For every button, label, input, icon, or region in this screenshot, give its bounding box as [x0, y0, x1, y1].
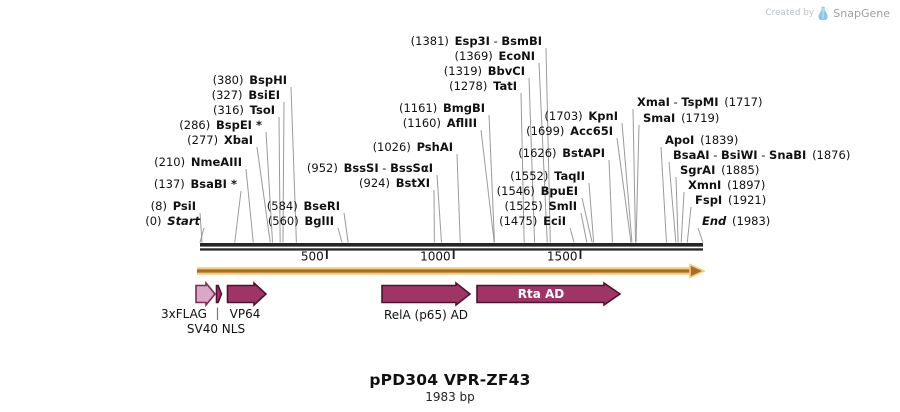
- enzyme-site-label[interactable]: (1703) KpnI: [544, 109, 618, 123]
- map-title: pPD304 VPR-ZF43: [369, 371, 531, 389]
- enzyme-site-label[interactable]: (1381) Esp3I - BsmBI: [411, 34, 542, 48]
- leader-line: [675, 176, 679, 243]
- leader-line: [480, 129, 495, 243]
- leader-line: [488, 114, 495, 243]
- leader-line: [520, 92, 525, 243]
- leader-line: [569, 227, 575, 243]
- enzyme-site-label[interactable]: XmnI (1897): [688, 178, 765, 192]
- snapgene-logo-icon: [818, 6, 828, 20]
- feature-label[interactable]: RelA (p65) AD: [384, 308, 468, 322]
- feature-label[interactable]: VP64: [230, 307, 261, 321]
- leader-line: [528, 77, 536, 243]
- snapgene-credit: Created by SnapGene: [765, 6, 890, 20]
- leader-line: [580, 212, 588, 243]
- leader-line: [456, 153, 461, 243]
- feature-label[interactable]: Rta AD: [518, 287, 565, 301]
- enzyme-site-label[interactable]: (1278) TatI: [449, 79, 517, 93]
- enzyme-site-label[interactable]: (1369) EcoNI: [455, 49, 535, 63]
- feature-arrow-rta-ad[interactable]: [476, 281, 622, 307]
- enzyme-site-label[interactable]: (1525) SmlI: [505, 199, 578, 213]
- created-by-label: Created by: [765, 8, 815, 18]
- enzyme-site-label[interactable]: FspI (1921): [695, 193, 766, 207]
- enzyme-site-label[interactable]: End (1983): [702, 214, 770, 228]
- sequence-backbone-lower: [200, 248, 703, 251]
- enzyme-site-label[interactable]: (0) Start: [145, 214, 200, 228]
- enzyme-site-label[interactable]: SmaI (1719): [643, 111, 719, 125]
- enzyme-site-label[interactable]: (1160) AflIII: [403, 116, 477, 130]
- leader-line: [256, 146, 271, 243]
- leader-line: [635, 124, 640, 243]
- snapgene-brand-label: SnapGene: [833, 6, 890, 20]
- leader-line: [337, 227, 343, 243]
- enzyme-site-label[interactable]: XmaI - TspMI (1717): [637, 95, 762, 109]
- enzyme-site-label[interactable]: (380) BspHI: [213, 73, 287, 87]
- enzyme-site-label[interactable]: (924) BstXI: [359, 176, 430, 190]
- ruler-tick-label: 1500: [547, 250, 578, 264]
- enzyme-site-label[interactable]: (1699) Acc65I: [526, 124, 613, 138]
- leader-line: [588, 182, 595, 243]
- leader-line: [234, 190, 242, 243]
- leader-line: [282, 101, 285, 243]
- leader-line: [581, 197, 593, 243]
- leader-line: [697, 227, 704, 243]
- enzyme-site-label[interactable]: (1552) TaqII: [510, 169, 585, 183]
- leader-line: [621, 122, 633, 243]
- leader-line: [199, 212, 203, 243]
- enzyme-site-label[interactable]: (1026) PshAI: [373, 140, 453, 154]
- enzyme-site-label[interactable]: (1475) EciI: [499, 214, 566, 228]
- enzyme-site-label[interactable]: (952) BssSI - BssSαI: [307, 161, 433, 175]
- map-length: 1983 bp: [425, 390, 475, 404]
- feature-arrow-sv40-nls[interactable]: [215, 284, 223, 304]
- enzyme-site-label[interactable]: (327) BsiEI: [212, 88, 280, 102]
- enzyme-site-label[interactable]: (1161) BmgBI: [399, 101, 485, 115]
- leader-line: [290, 86, 297, 243]
- leader-line: [668, 161, 677, 243]
- enzyme-site-label[interactable]: (210) NmeAIII: [154, 155, 242, 169]
- ruler-tick-label: 1000: [420, 250, 451, 264]
- enzyme-site-label[interactable]: BsaAI - BsiWI - SnaBI (1876): [673, 148, 850, 162]
- enzyme-site-label[interactable]: (584) BseRI: [267, 199, 340, 213]
- leader-line: [608, 159, 613, 243]
- leader-line: [632, 108, 637, 243]
- ruler-tick-label: 500: [301, 250, 324, 264]
- title-block: pPD304 VPR-ZF43 1983 bp: [0, 371, 900, 404]
- leader-line: [686, 206, 692, 243]
- enzyme-site-label[interactable]: (1319) BbvCI: [444, 64, 525, 78]
- feature-arrow-3xflag[interactable]: [195, 280, 217, 308]
- sequence-arrowhead: [689, 263, 706, 279]
- enzyme-site-label[interactable]: ApoI (1839): [665, 133, 738, 147]
- enzyme-site-label[interactable]: (1626) BstAPI: [518, 146, 605, 160]
- enzyme-site-label[interactable]: (560) BglII: [268, 214, 334, 228]
- leader-line: [660, 146, 667, 243]
- leader-line: [616, 137, 632, 243]
- enzyme-site-label[interactable]: SgrAI (1885): [680, 163, 759, 177]
- leader-line: [245, 168, 254, 243]
- enzyme-site-label[interactable]: (277) XbaI: [187, 133, 253, 147]
- sequence-backbone: [200, 243, 703, 247]
- leader-line: [538, 62, 548, 243]
- enzyme-site-label[interactable]: (137) BsaBI *: [154, 177, 237, 191]
- feature-arrow-vp64[interactable]: [226, 281, 268, 307]
- enzyme-site-label[interactable]: (286) BspEI *: [179, 118, 262, 132]
- enzyme-site-label[interactable]: (1546) BpuEI: [497, 184, 578, 198]
- enzyme-site-label[interactable]: (316) TsoI: [213, 103, 275, 117]
- enzyme-site-label[interactable]: (8) PsiI: [151, 199, 196, 213]
- feature-label[interactable]: 3xFLAG: [161, 307, 207, 321]
- feature-arrow-rela-p65-ad[interactable]: [381, 281, 472, 307]
- leader-line: [343, 212, 349, 243]
- leader-line: [436, 174, 442, 243]
- leader-line: [278, 116, 281, 243]
- feature-label[interactable]: SV40 NLS: [187, 322, 245, 336]
- leader-line: [265, 131, 274, 243]
- leader-line: [545, 47, 551, 243]
- leader-line: [680, 191, 685, 243]
